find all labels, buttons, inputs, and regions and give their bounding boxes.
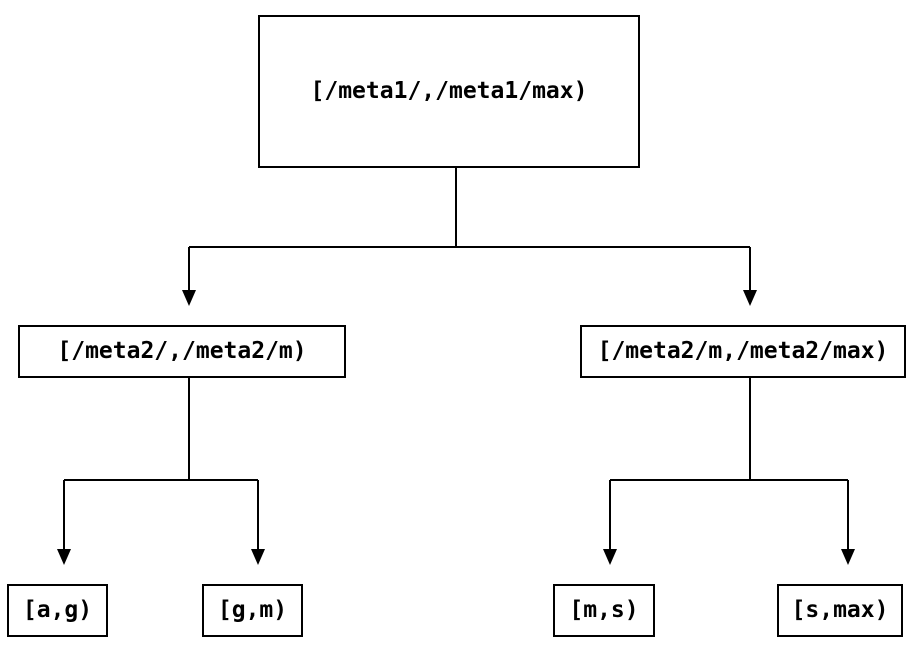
- node-label: [s,max): [791, 597, 889, 623]
- arrowhead-down-icon: [743, 290, 757, 306]
- arrowhead-down-icon: [57, 549, 71, 565]
- edge-root-to-level2: [188, 168, 751, 291]
- arrowhead-down-icon: [182, 290, 196, 306]
- node-label: [/meta2/m,/meta2/max): [597, 338, 889, 364]
- arrowhead-down-icon: [841, 549, 855, 565]
- arrowhead-down-icon: [251, 549, 265, 565]
- edge-meta2-left-to-leaves: [63, 378, 259, 550]
- node-label: [g,m): [217, 597, 288, 623]
- node-label: [/meta2/,/meta2/m): [57, 338, 307, 364]
- edge-meta2-right-to-leaves: [609, 378, 849, 550]
- node-label: [/meta1/,/meta1/max): [310, 78, 588, 104]
- node-label: [a,g): [22, 597, 93, 623]
- node-leaf-g-m: [g,m): [202, 584, 303, 637]
- node-leaf-s-max: [s,max): [777, 584, 903, 637]
- node-label: [m,s): [569, 597, 639, 623]
- node-meta1-root: [/meta1/,/meta1/max): [258, 15, 640, 168]
- node-meta2-right: [/meta2/m,/meta2/max): [580, 325, 906, 378]
- arrowhead-down-icon: [603, 549, 617, 565]
- node-leaf-m-s: [m,s): [553, 584, 655, 637]
- node-leaf-a-g: [a,g): [7, 584, 108, 637]
- node-meta2-left: [/meta2/,/meta2/m): [18, 325, 346, 378]
